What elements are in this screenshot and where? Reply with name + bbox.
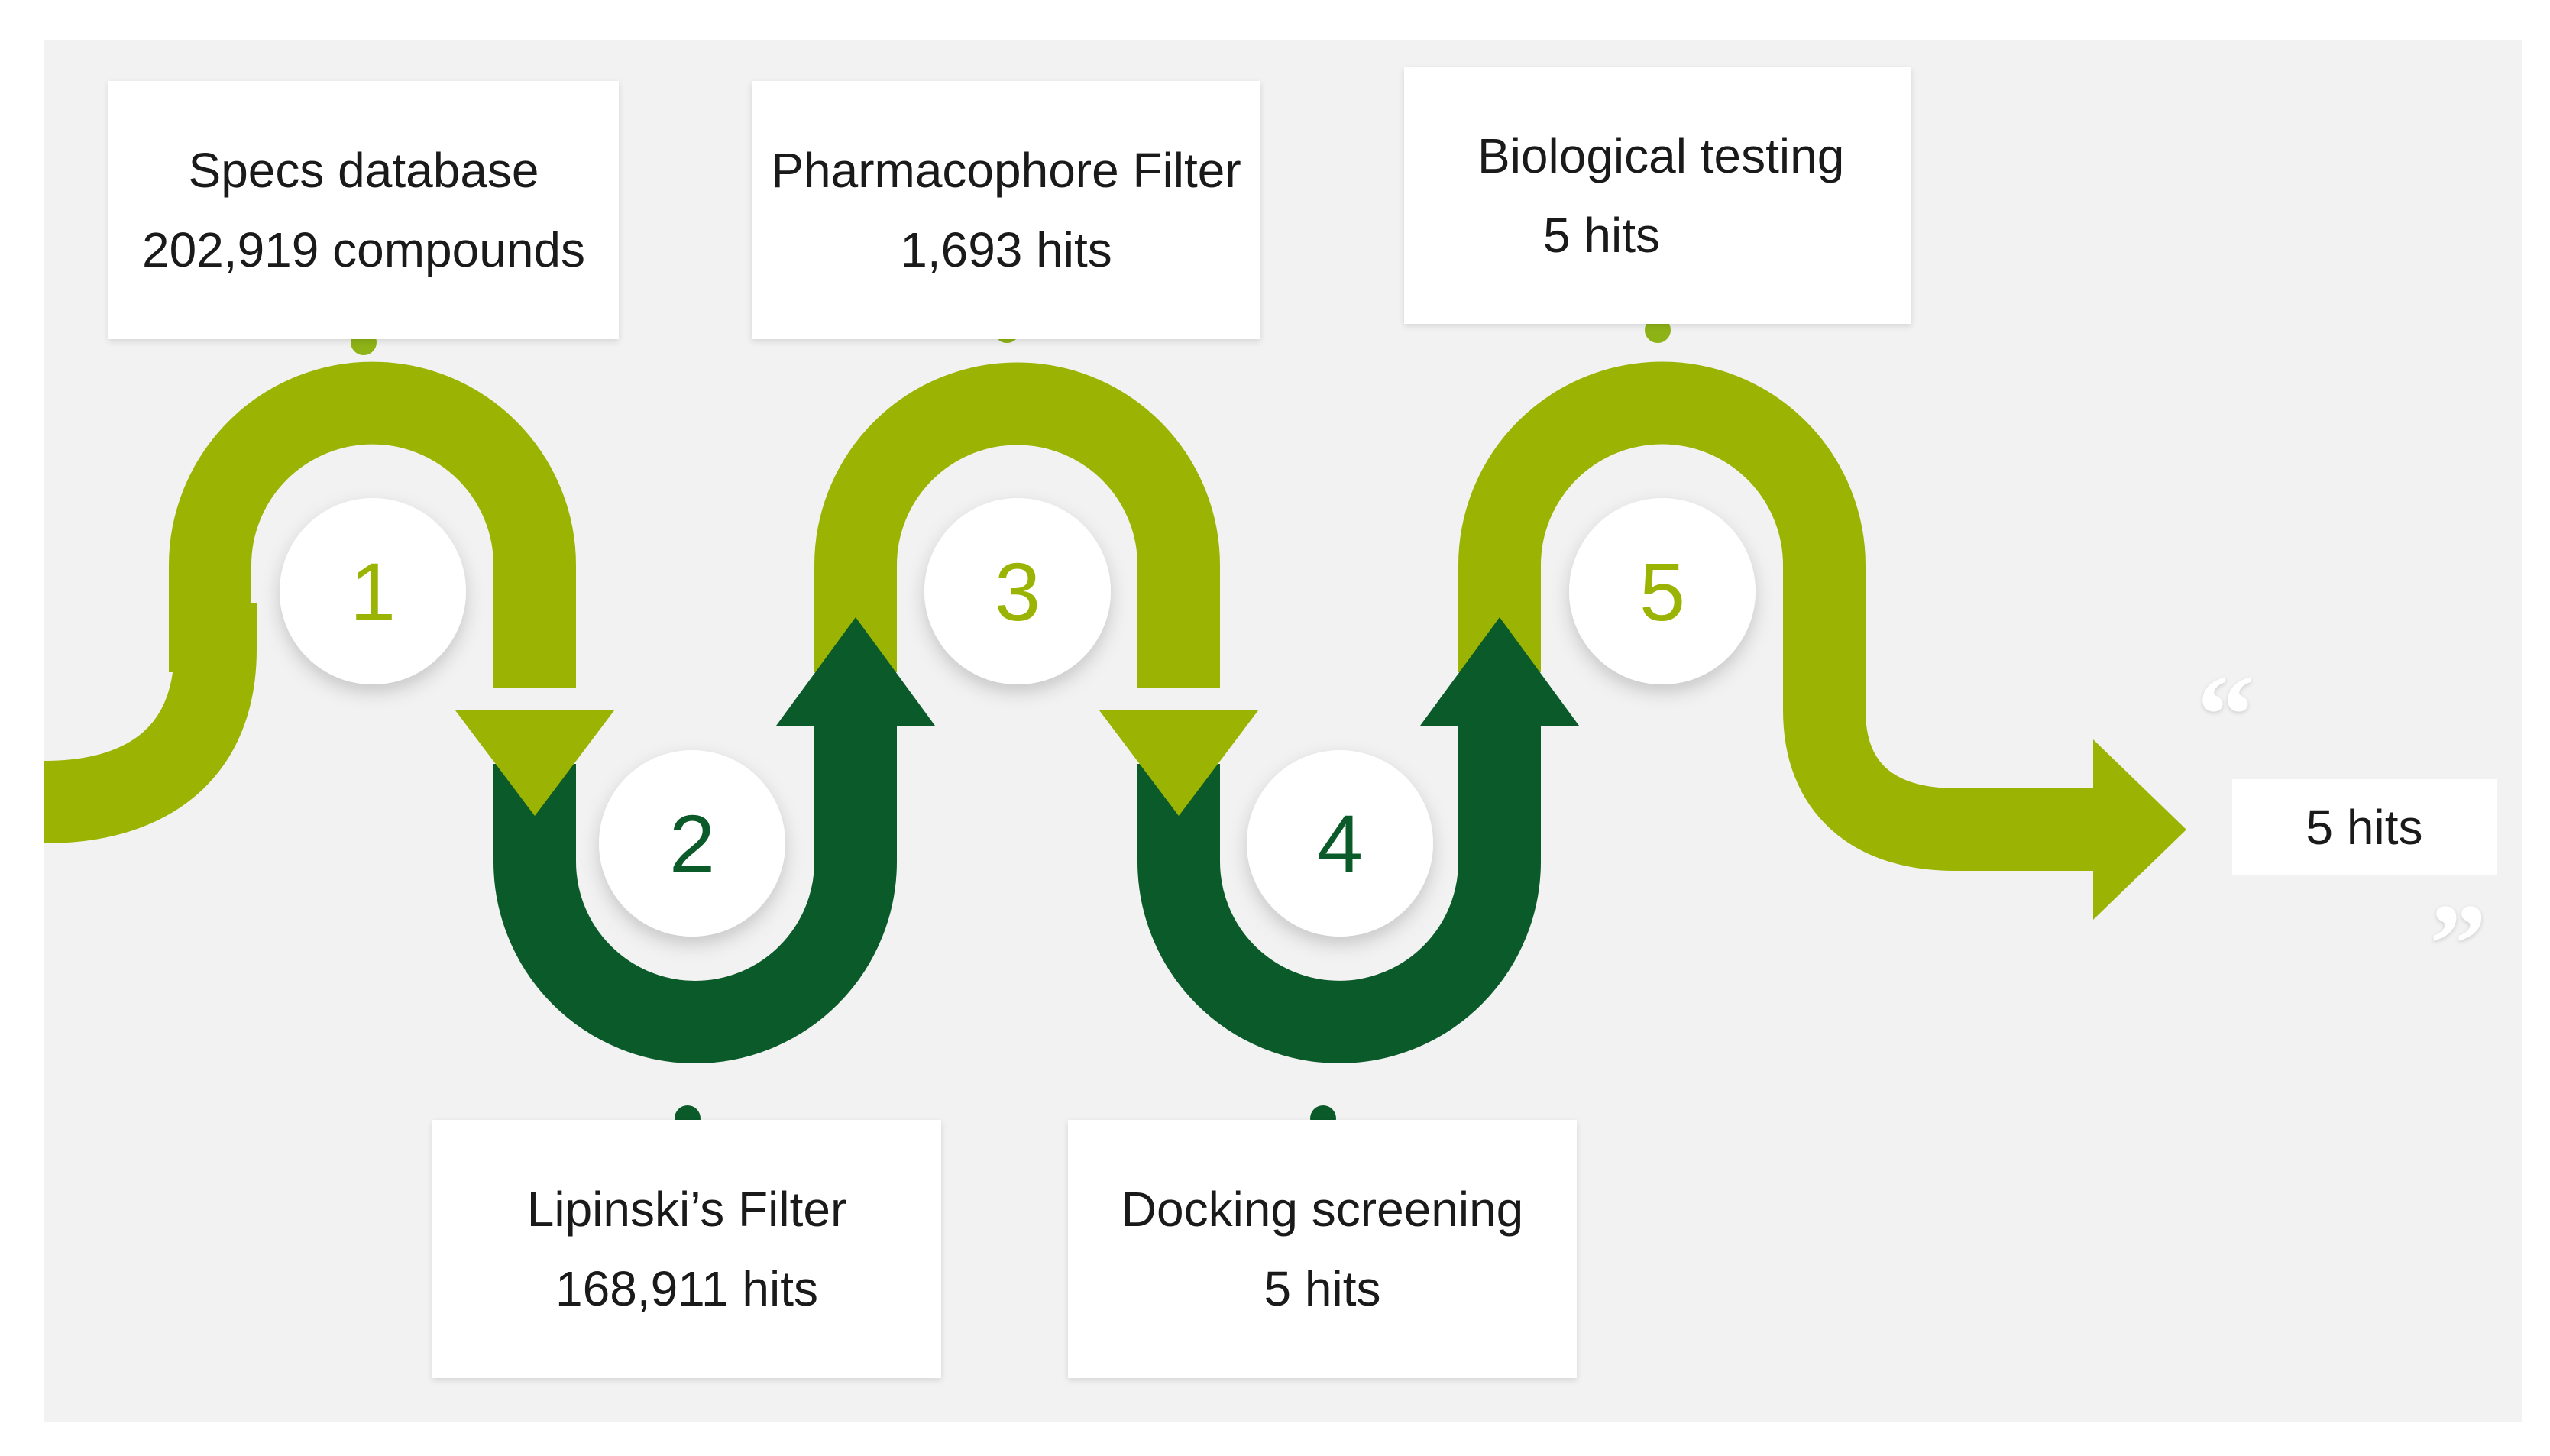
- arch-3: [814, 362, 1220, 688]
- step-card-3: Pharmacophore Filter 1,693 hits: [752, 81, 1260, 339]
- step-detail-1: 202,919 compounds: [142, 222, 585, 277]
- step-number-1: 1: [350, 545, 396, 638]
- result-label: 5 hits: [2306, 800, 2423, 855]
- arrow-up-2: [776, 617, 935, 726]
- step-number-5: 5: [1639, 545, 1685, 638]
- step-number-3: 3: [995, 545, 1040, 638]
- arrow-up-4: [1420, 617, 1579, 726]
- close-quote-icon: ”: [2429, 881, 2487, 1008]
- step-circle-4: [1247, 750, 1433, 937]
- entry-path: [44, 603, 257, 843]
- step-card-4: Docking screening 5 hits: [1068, 1120, 1577, 1378]
- step-detail-5: 5 hits: [1543, 208, 1660, 263]
- step-circle-3: [924, 498, 1111, 684]
- u-bend-4: [1137, 710, 1541, 1063]
- u-bend-2: [493, 710, 897, 1063]
- open-quote-icon: “: [2197, 652, 2254, 778]
- step-circle-2: [599, 750, 785, 937]
- exit-arrowhead: [2093, 739, 2186, 920]
- step-circle-5: [1569, 498, 1756, 684]
- step-detail-2: 168,911 hits: [555, 1261, 818, 1316]
- step-title-3: Pharmacophore Filter: [771, 143, 1241, 198]
- step-detail-4: 5 hits: [1264, 1261, 1381, 1316]
- step-title-5: Biological testing: [1477, 128, 1845, 183]
- step-card-5: Biological testing 5 hits: [1404, 67, 1911, 324]
- exit-path: [1783, 672, 2108, 871]
- step-card-2: Lipinski’s Filter 168,911 hits: [432, 1120, 941, 1378]
- step-title-1: Specs database: [188, 143, 539, 198]
- arrow-down-1: [455, 710, 614, 816]
- arch-1: [169, 361, 576, 688]
- step-title-2: Lipinski’s Filter: [526, 1182, 847, 1237]
- step-detail-3: 1,693 hits: [900, 222, 1112, 277]
- step-title-4: Docking screening: [1121, 1182, 1524, 1237]
- step-number-4: 4: [1317, 798, 1363, 890]
- step-card-1: Specs database 202,919 compounds: [108, 81, 619, 339]
- arrow-down-3: [1099, 710, 1258, 816]
- step-circle-1: [280, 498, 466, 684]
- step-number-2: 2: [669, 798, 715, 890]
- result-box: 5 hits: [2232, 779, 2497, 875]
- arch-5: [1458, 361, 1866, 688]
